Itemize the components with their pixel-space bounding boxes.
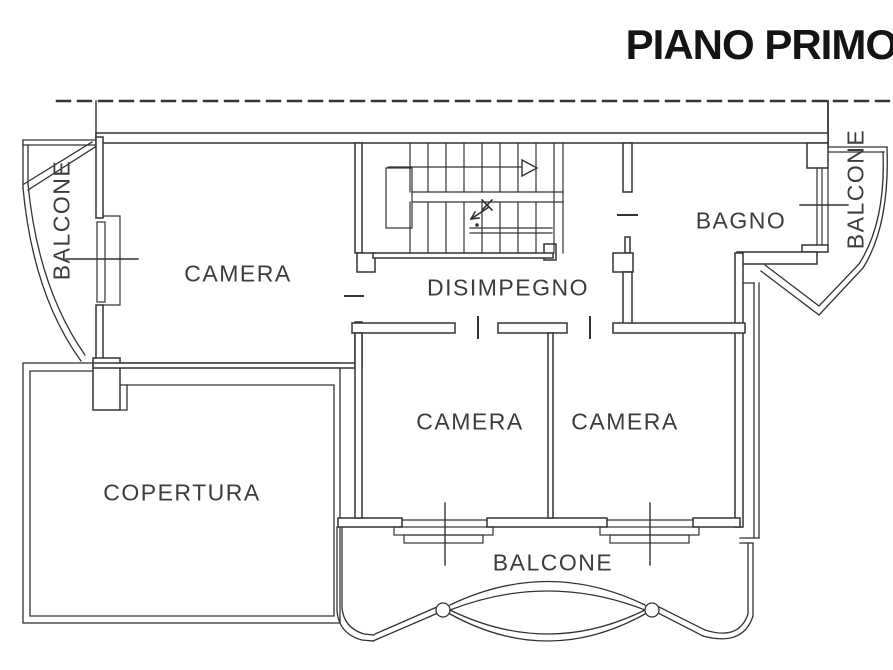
drawing-title: PIANO PRIMO (625, 21, 893, 68)
bottom-balcony-outline (336, 263, 760, 642)
room-label-bagno: BAGNO (695, 207, 787, 234)
right-balcony-outline (760, 146, 888, 316)
interior-walls (351, 142, 746, 519)
room-label-camera-center: CAMERA (416, 408, 524, 435)
dimension-marks (65, 204, 849, 566)
room-label-camera-top-left: CAMERA (184, 260, 292, 287)
windows (96, 167, 829, 544)
staircase (385, 142, 564, 254)
room-label-balcone-left: BALCONE (48, 159, 75, 281)
room-label-camera-right: CAMERA (571, 408, 679, 435)
room-label-balcone-bottom: BALCONE (492, 549, 614, 576)
room-label-copertura: COPERTURA (103, 479, 261, 506)
room-label-balcone-right: BALCONE (842, 128, 869, 250)
left-balcony-outline (22, 139, 96, 362)
room-label-disimpegno: DISIMPEGNO (427, 274, 589, 301)
exterior-walls (92, 132, 829, 528)
